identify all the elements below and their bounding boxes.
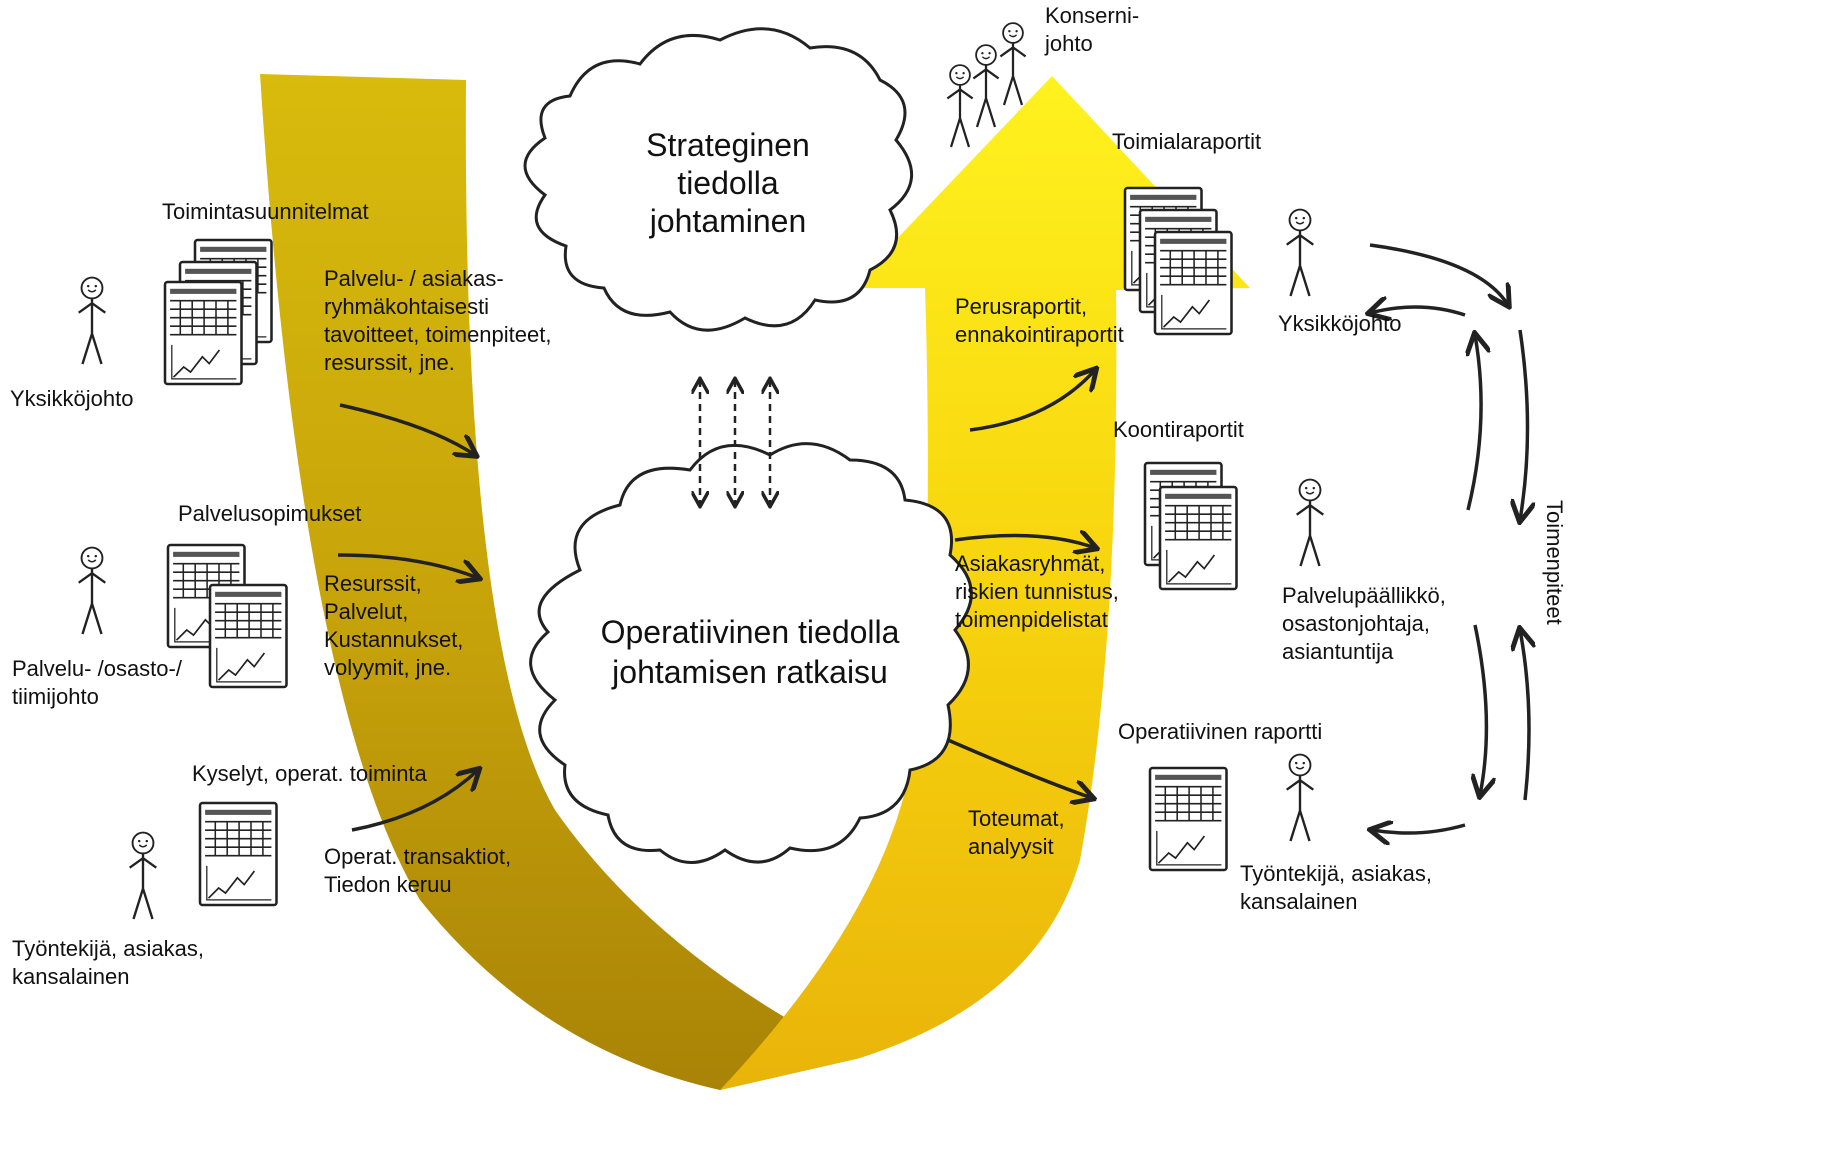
- operative-report-title: Operatiivinen raportti: [1118, 719, 1323, 744]
- cycle-arrow-left-top: [1370, 307, 1466, 315]
- cycle-arrow-up-1: [1468, 335, 1481, 511]
- surveys-title: Kyselyt, operat. toiminta: [192, 761, 427, 786]
- cycle-arrow-down-2: [1475, 624, 1486, 795]
- unit-mgmt-left: Yksikköjohto: [10, 386, 134, 411]
- summary-reports-icon: [1143, 461, 1238, 591]
- input-arrow-transactions: [351, 770, 478, 832]
- unit-mgmt-right: Yksikköjohto: [1278, 311, 1402, 336]
- person-icon-service-right: [1295, 478, 1325, 568]
- customer-groups-text: Asiakasryhmät, riskien tunnistus, toimen…: [955, 551, 1119, 632]
- industry-reports-title: Toimialaraportit: [1112, 129, 1262, 154]
- actuals-text: Toteumat, analyysit: [968, 806, 1065, 859]
- input-arrow-agreements: [337, 553, 478, 578]
- service-mgmt-left: Palvelu- /osasto-/ tiimijohto: [12, 656, 182, 709]
- agreements-title: Palvelusopimukset: [178, 501, 362, 526]
- operative-cloud-label: Operatiivinen tiedolla johtamisen ratkai…: [600, 614, 900, 690]
- output-arrow-basic: [969, 370, 1095, 432]
- cycle-arrow-down-top: [1369, 243, 1508, 305]
- survey-sheet-icon: [198, 801, 278, 907]
- transactions-text: Operat. transaktiot, Tiedon keruu: [324, 844, 512, 897]
- output-arrow-actuals: [947, 738, 1092, 798]
- basic-reports-text: Perusraportit, ennakointiraportit: [955, 294, 1124, 347]
- worker-left: Työntekijä, asiakas, kansalainen: [12, 936, 204, 989]
- cycle-arrow-left-bottom: [1372, 825, 1466, 833]
- plans-text: Palvelu- / asiakas- ryhmäkohtaisesti tav…: [324, 266, 552, 375]
- cycle-arrow-up-2: [1520, 630, 1529, 801]
- strategic-cloud: [523, 27, 913, 332]
- cycle-arrow-down-1: [1520, 329, 1528, 520]
- person-icon-group-3: [999, 21, 1027, 107]
- person-icon-worker-right: [1285, 753, 1315, 843]
- operative-report-icon: [1148, 766, 1228, 872]
- industry-reports-icon: [1123, 186, 1233, 336]
- person-icon-unit-right: [1285, 208, 1315, 298]
- agreements-sheets-icon: [166, 543, 288, 689]
- worker-right: Työntekijä, asiakas, kansalainen: [1240, 861, 1432, 914]
- band-left: [260, 74, 860, 1090]
- service-manager-text: Palvelupäällikkö, osastonjohtaja, asiant…: [1282, 583, 1446, 664]
- plans-sheets-icon: [163, 238, 273, 386]
- strategic-cloud-label: Strateginen tiedolla johtaminen: [646, 127, 810, 239]
- group-mgmt: Konserni- johto: [1045, 3, 1140, 56]
- output-arrow-summary: [954, 536, 1095, 549]
- plans-title: Toimintasuunnitelmat: [162, 199, 369, 224]
- agreements-text: Resurssit, Palvelut, Kustannukset, volyy…: [324, 571, 464, 680]
- person-icon-group-1: [946, 63, 974, 149]
- summary-reports-title: Koontiraportit: [1113, 417, 1244, 442]
- person-icon-unit-left: [77, 276, 107, 366]
- person-icon-worker-left: [128, 831, 158, 921]
- band-right: [720, 76, 1250, 1090]
- input-arrow-plans: [339, 403, 475, 455]
- actions-label: Toimenpiteet: [1542, 500, 1567, 625]
- person-icon-service-left: [77, 546, 107, 636]
- person-icon-group-2: [972, 43, 1000, 129]
